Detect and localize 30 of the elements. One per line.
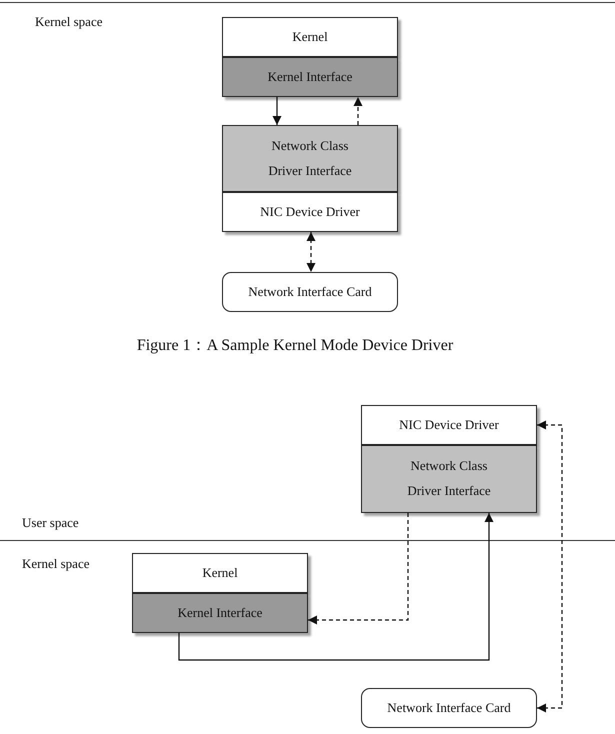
- layer-box: [361, 405, 537, 445]
- node-text: Network Interface Card: [248, 282, 372, 301]
- layer-box: [132, 553, 308, 593]
- node-text: Kernel: [292, 28, 328, 46]
- space-label: Kernel space: [22, 556, 90, 572]
- node-text: NIC Device Driver: [260, 202, 360, 221]
- layer-box: [222, 192, 398, 232]
- figure-caption: Figure 1：A Sample Kernel Mode Device Driver: [136, 336, 454, 356]
- node-text: Kernel Interface: [178, 604, 262, 622]
- node-text: Kernel: [202, 564, 238, 582]
- layer-box: [132, 593, 308, 633]
- node-text: Network Class Driver Interface: [267, 136, 353, 180]
- node-text: Kernel Interface: [268, 68, 352, 86]
- layer-box: [222, 17, 398, 57]
- arrow: [306, 232, 316, 272]
- arrow: [308, 513, 409, 624]
- space-label: Kernel space: [35, 14, 102, 30]
- arrow: [537, 420, 563, 712]
- node-text: Network Interface Card: [387, 698, 511, 717]
- layer-box: [222, 125, 398, 192]
- layer-box: [361, 445, 537, 513]
- arrow: [178, 513, 494, 661]
- node-text: NIC Device Driver: [399, 416, 499, 434]
- card-box: [222, 272, 398, 312]
- node-text: Network Class Driver Interface: [406, 457, 492, 500]
- arrow: [354, 97, 362, 125]
- layer-box: [222, 57, 398, 97]
- arrow: [272, 97, 282, 125]
- card-box: [361, 688, 537, 728]
- space-label: User space: [22, 515, 79, 531]
